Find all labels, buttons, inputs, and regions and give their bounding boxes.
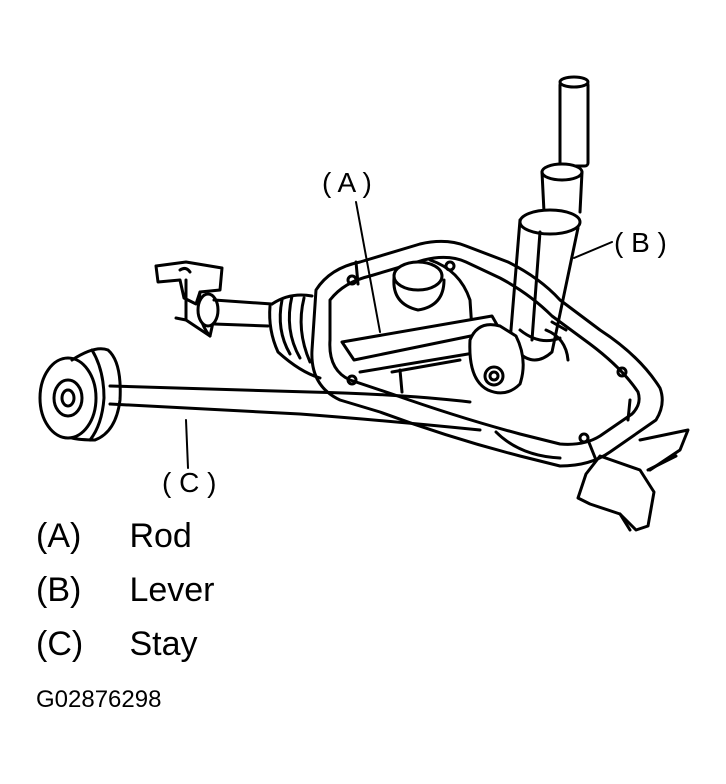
legend-key: (C) [36, 625, 84, 663]
rubber-boot [268, 293, 322, 380]
rod-link [340, 314, 502, 374]
figure-code: G02876298 [36, 686, 162, 713]
stay-rod [108, 384, 482, 432]
callout-label-c: ( C ) [162, 467, 216, 498]
callout-leaders [185, 201, 613, 469]
stay-bushing [38, 347, 122, 442]
front-bracket [154, 260, 224, 338]
callout-label-a: ( A ) [322, 167, 372, 198]
legend-value: Stay [129, 625, 198, 663]
legend-item-b: (B) Lever [36, 570, 215, 610]
gear-housing-dome [392, 258, 474, 332]
shift-shaft [212, 298, 274, 328]
legend-value: Lever [129, 571, 215, 609]
base-housing [310, 239, 664, 468]
legend-item-c: (C) Stay [36, 624, 198, 664]
legend-item-a: (A) Rod [36, 516, 192, 556]
legend-value: Rod [129, 517, 192, 555]
callout-label-b: ( B ) [614, 227, 667, 258]
shift-lever [468, 75, 590, 395]
rear-bracket [576, 428, 690, 532]
legend-key: (A) [36, 517, 82, 555]
legend-key: (B) [36, 571, 82, 609]
